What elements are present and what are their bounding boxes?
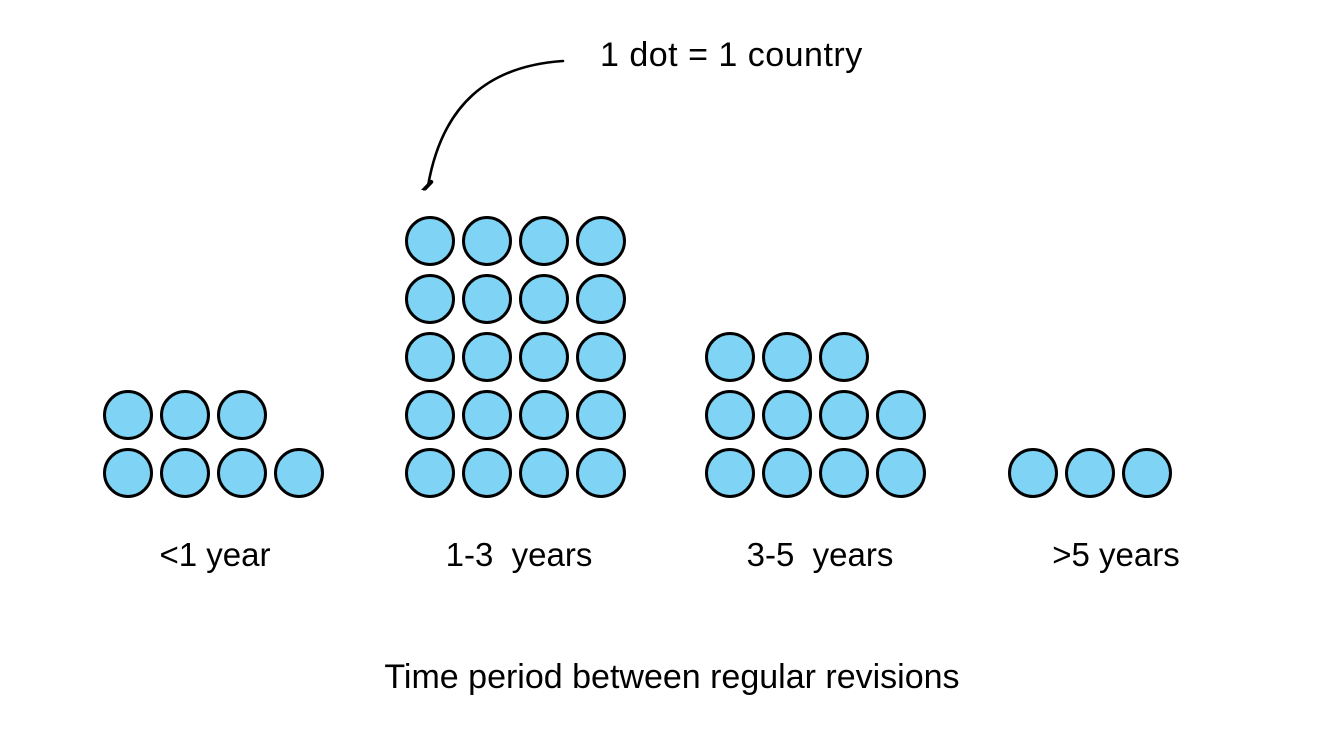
dot-row [1008,448,1172,498]
dot-row [103,390,267,440]
chart-title: Time period between regular revisions [384,658,960,696]
dot [762,448,812,498]
dot [462,332,512,382]
dot [876,448,926,498]
dot [160,390,210,440]
dot-row [705,448,926,498]
dot-group-3-5-years [705,332,926,498]
category-label-1-3-years: 1-3 years [445,536,593,573]
dot [405,448,455,498]
dot-row [705,332,869,382]
legend-note: 1 dot = 1 country [600,36,863,74]
dot [160,448,210,498]
dot-row [405,274,626,324]
dot [576,448,626,498]
dot [462,390,512,440]
dot [462,274,512,324]
dot-group-gt-5-years [1008,448,1172,498]
dot [819,390,869,440]
dot [576,216,626,266]
dot [405,390,455,440]
dot [705,390,755,440]
dot [819,332,869,382]
category-label-lt-1-year: <1 year [159,536,271,573]
category-label-gt-5-years: >5 years [1052,536,1180,573]
dot [576,274,626,324]
dot [103,390,153,440]
dot [876,390,926,440]
dot-row [705,390,926,440]
dot [405,216,455,266]
dot [217,390,267,440]
dot-group-lt-1-year [103,390,324,498]
dot [519,216,569,266]
dot [519,448,569,498]
dot [519,274,569,324]
dot-row [405,216,626,266]
dot [819,448,869,498]
dot [519,332,569,382]
dot [705,332,755,382]
dot [705,448,755,498]
dot [519,390,569,440]
dot-group-1-3-years [405,216,626,498]
dot [762,390,812,440]
dot [462,216,512,266]
dot [462,448,512,498]
dot-row [405,332,626,382]
dot [274,448,324,498]
dot [576,390,626,440]
dot-row [103,448,324,498]
dot [1122,448,1172,498]
dot [576,332,626,382]
dot [1065,448,1115,498]
dot [1008,448,1058,498]
dot [762,332,812,382]
dot [405,332,455,382]
dot-row [405,448,626,498]
dot [217,448,267,498]
dot [405,274,455,324]
dot [103,448,153,498]
dot-row [405,390,626,440]
category-label-3-5-years: 3-5 years [746,536,894,573]
